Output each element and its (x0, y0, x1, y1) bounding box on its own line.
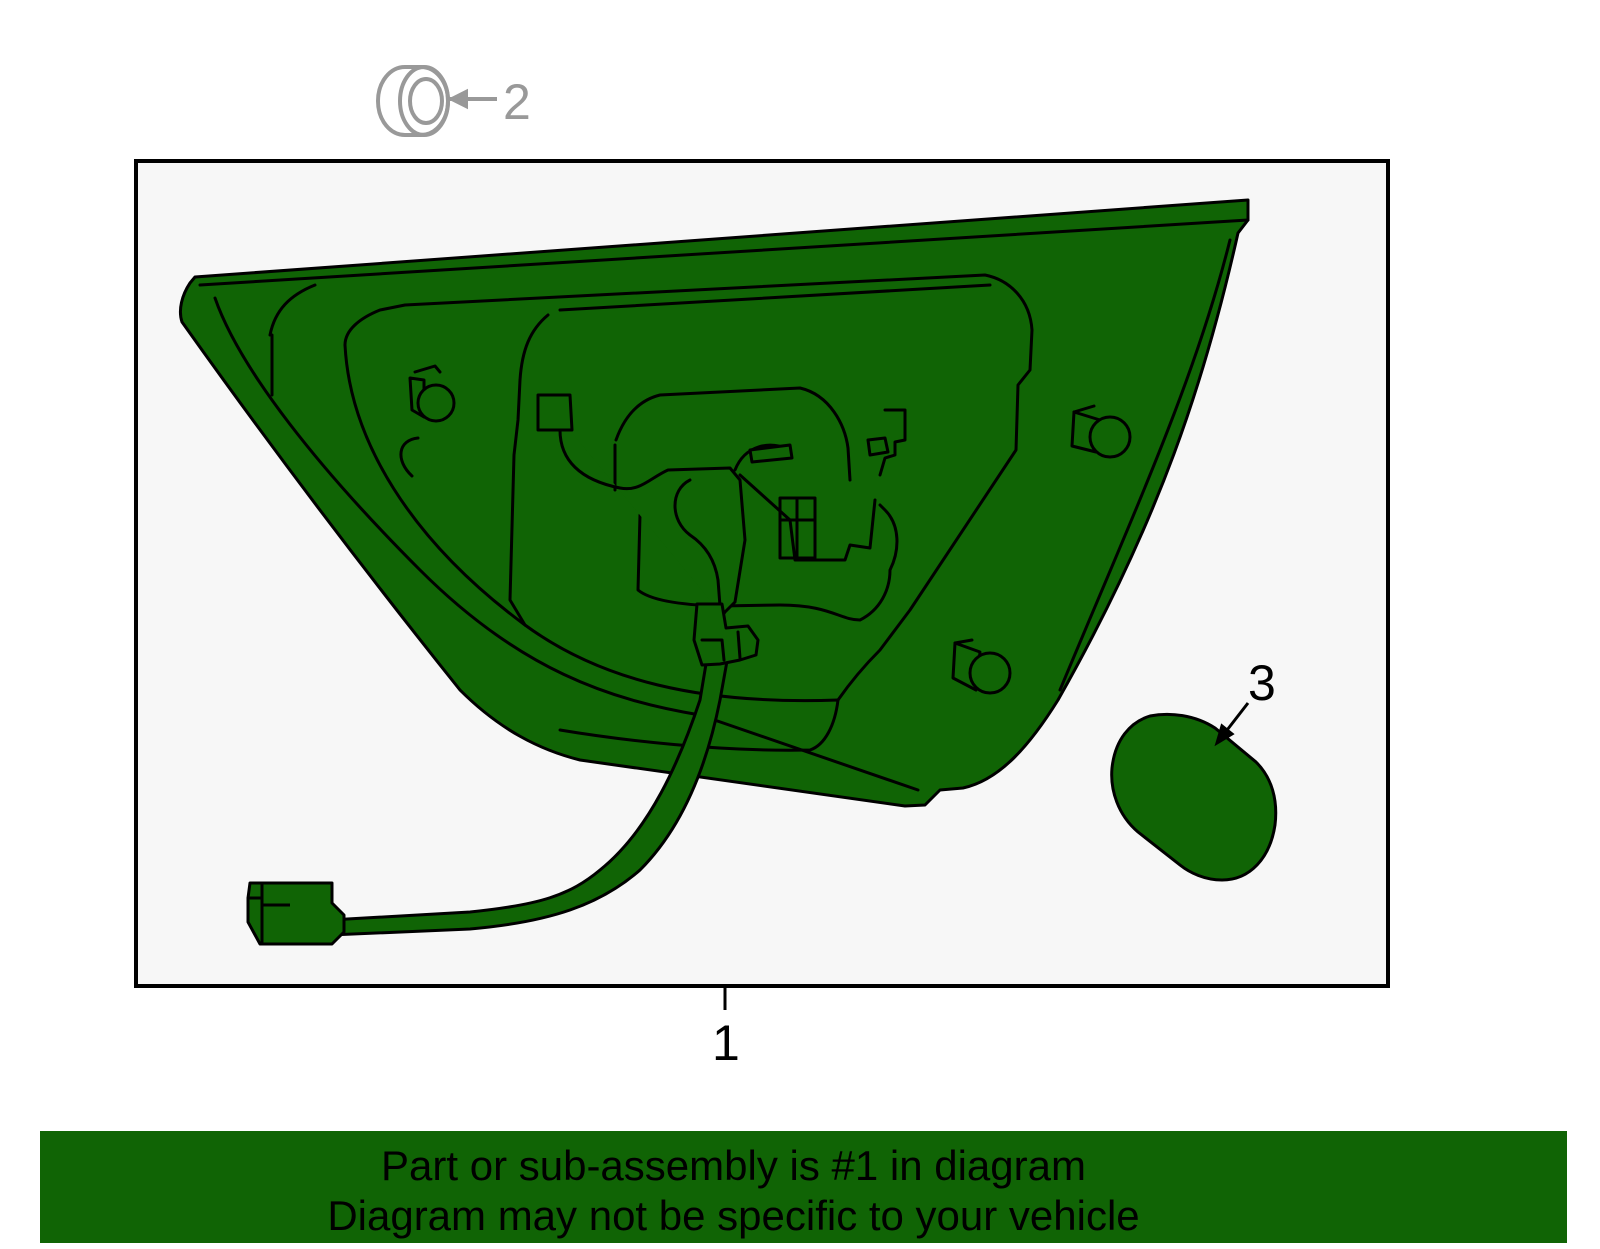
banner-line-2: Diagram may not be specific to your vehi… (327, 1192, 1140, 1239)
callout-1: 1 (712, 1015, 740, 1071)
tail-lamp-housing[interactable] (178, 198, 1250, 937)
grommet-part-2[interactable] (375, 65, 497, 137)
banner-line-1: Part or sub-assembly is #1 in diagram (381, 1142, 1086, 1189)
cover-cap-part-3[interactable] (1110, 712, 1278, 882)
callout-3-leader (1214, 702, 1250, 747)
callout-3: 3 (1248, 655, 1276, 711)
mount-stud-bottom (951, 638, 1012, 695)
mount-stud-right (1070, 404, 1132, 459)
disclaimer-banner: Part or sub-assembly is #1 in diagram Di… (40, 1131, 1567, 1243)
harness-connector[interactable] (246, 881, 346, 946)
callout-2: 2 (503, 74, 531, 130)
mount-stud-left (399, 364, 456, 478)
